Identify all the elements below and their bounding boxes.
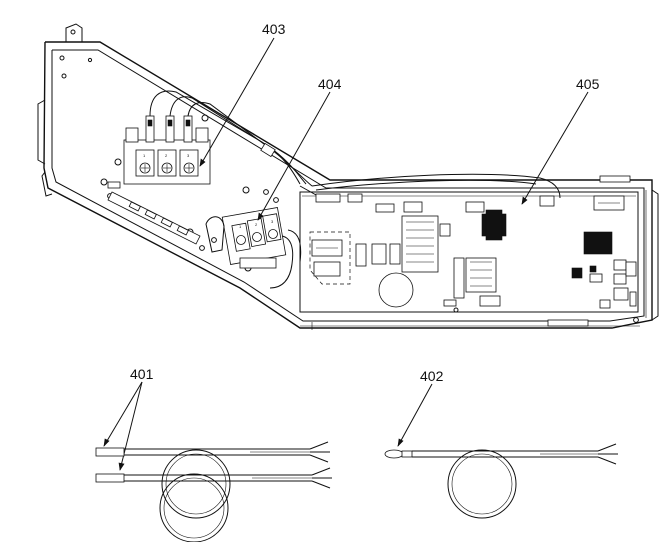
terminal-pin-label: 2 — [165, 153, 168, 158]
terminal-pin-label: 3 — [187, 153, 190, 158]
callout-401: 401 — [130, 366, 154, 382]
temperature-probe — [384, 443, 618, 519]
callout-404: 404 — [318, 76, 342, 92]
terminal-strip — [107, 181, 201, 245]
terminal-pin-label: 2 — [255, 222, 258, 227]
callout-402: 402 — [420, 368, 444, 384]
main-control-pcb — [299, 191, 639, 313]
callout-leaders — [103, 37, 589, 471]
temperature-sensor-pair — [95, 441, 332, 542]
terminal-block-power: 1 2 3 — [123, 115, 211, 185]
terminal-pin-label: 3 — [271, 219, 274, 224]
terminal-block-signal: 1 2 3 — [205, 207, 302, 289]
callout-405: 405 — [576, 76, 600, 92]
terminal-pin-label: 1 — [239, 224, 242, 229]
terminal-pin-label: 1 — [143, 153, 146, 158]
callout-403: 403 — [262, 21, 286, 37]
power-wiring-harness — [149, 90, 561, 199]
